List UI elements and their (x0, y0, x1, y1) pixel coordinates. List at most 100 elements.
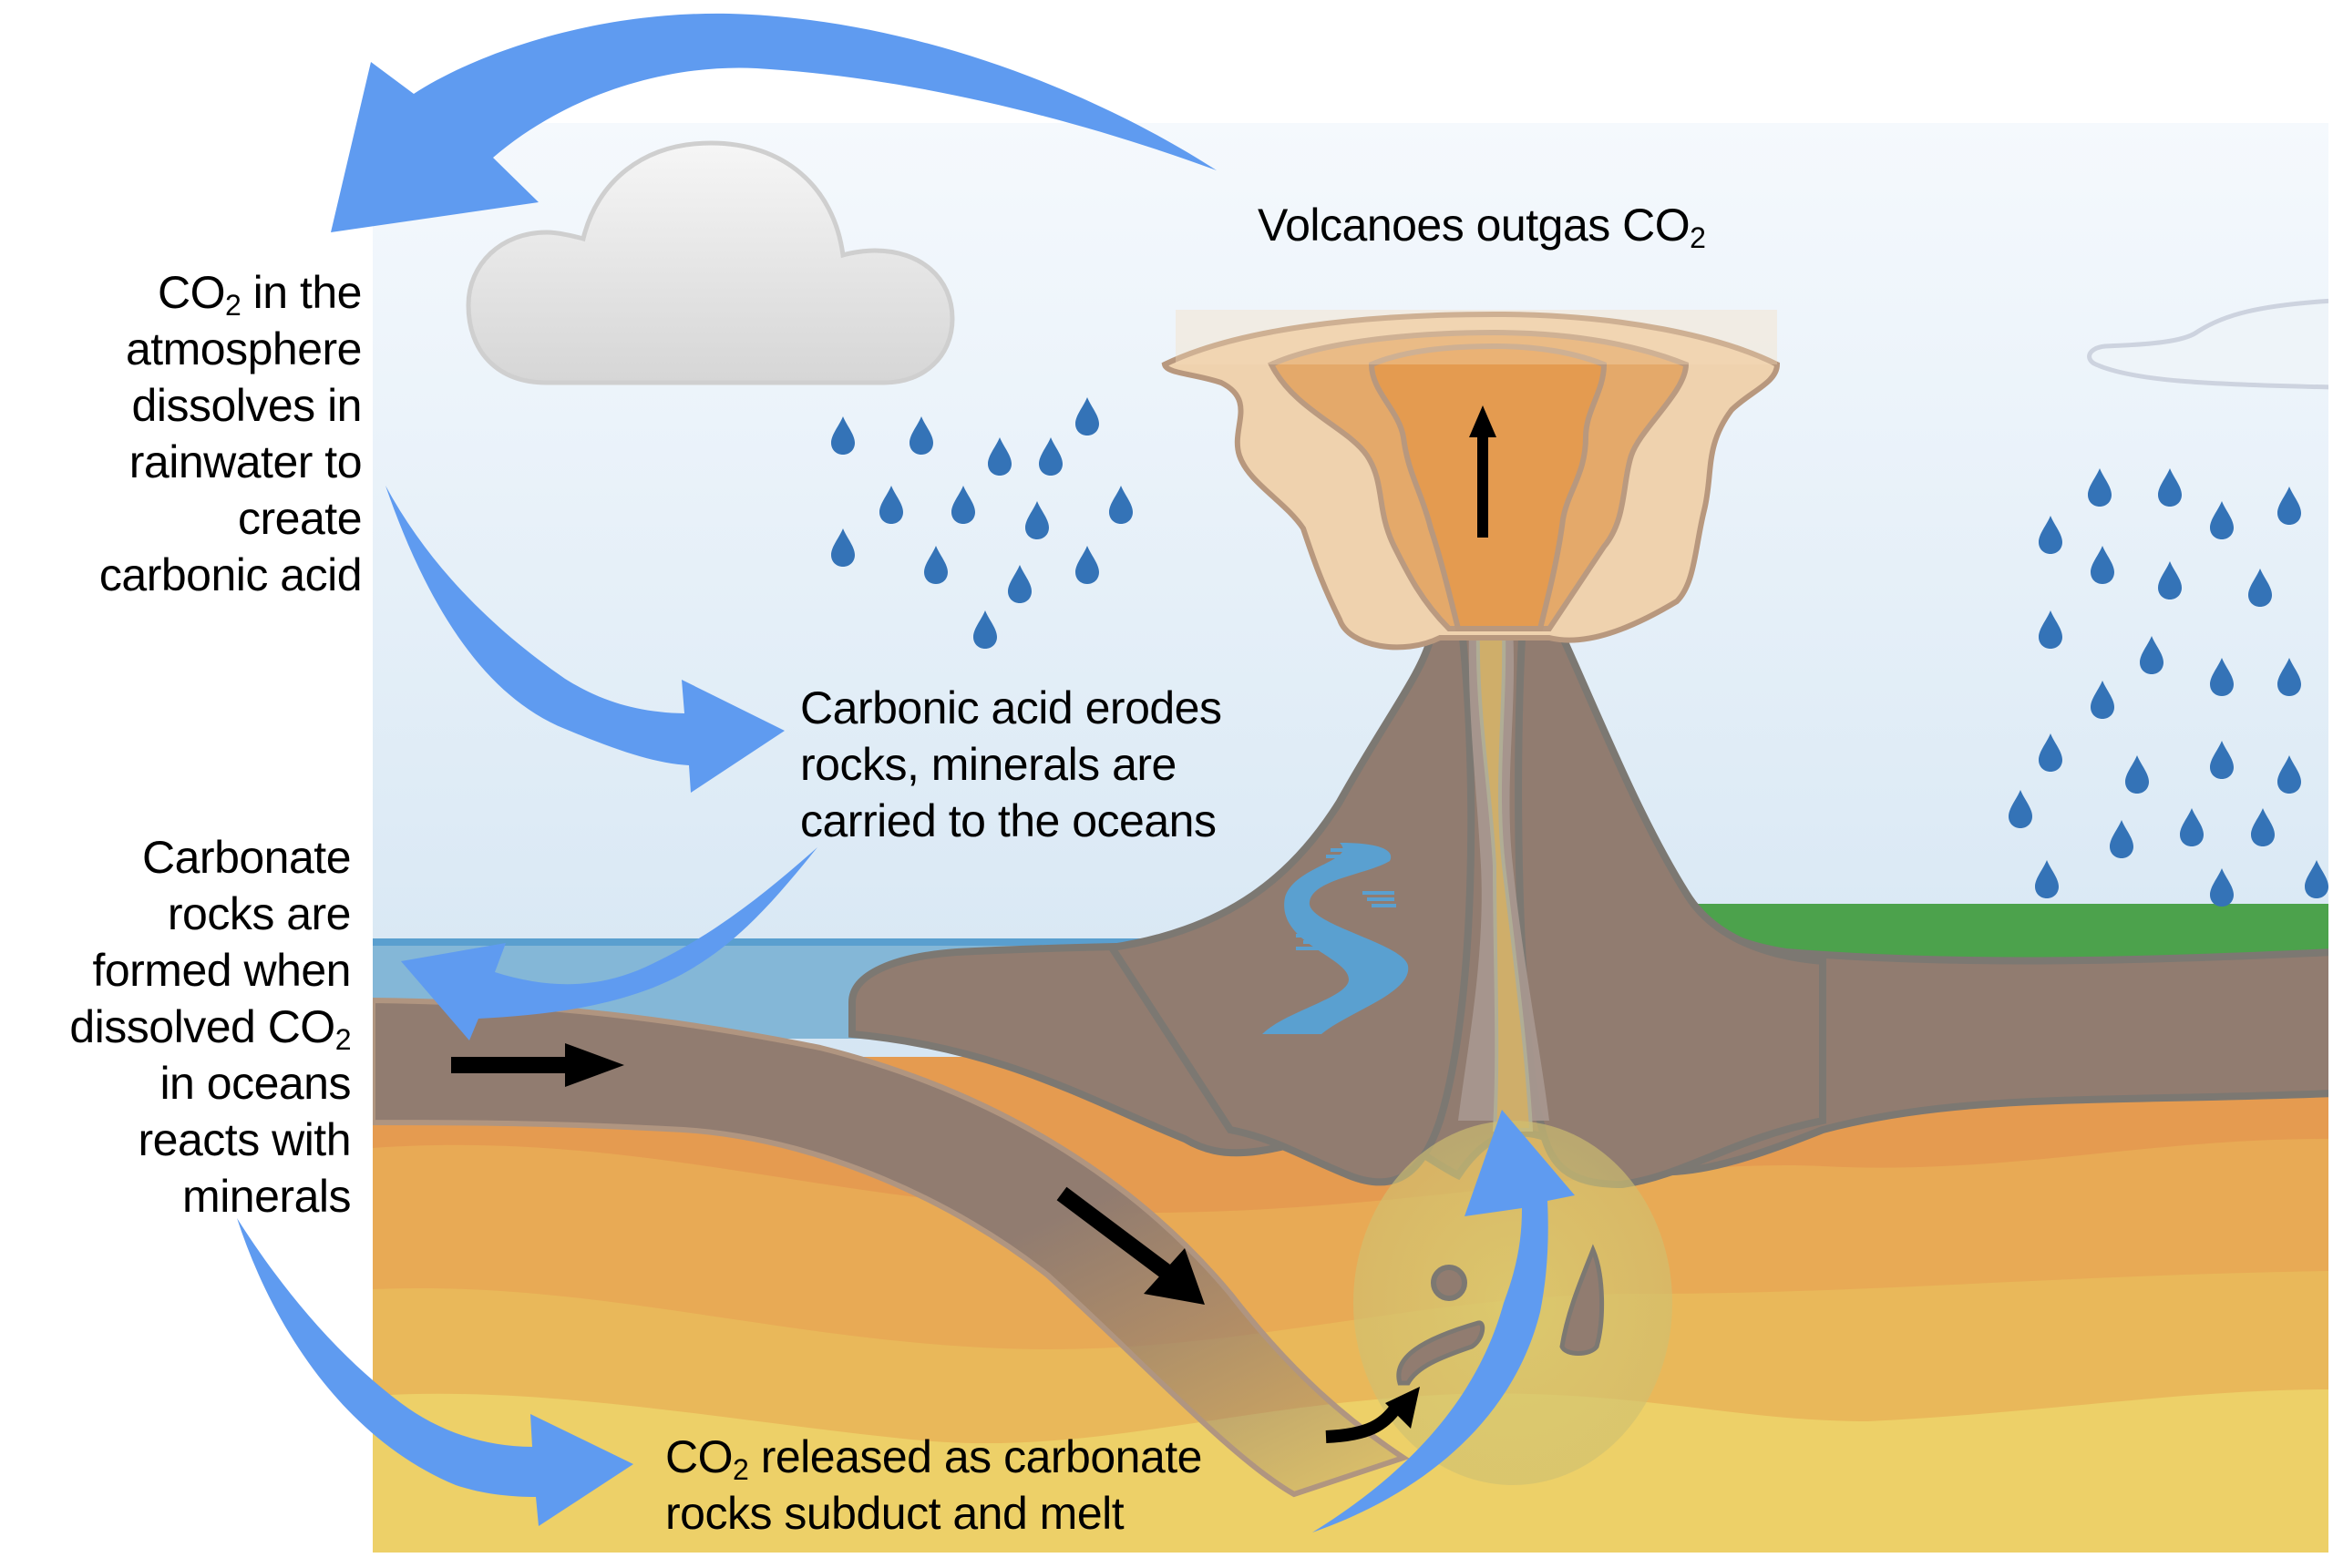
label-text: dissolves in (131, 380, 363, 431)
label-text: in the (241, 267, 363, 318)
ocean-surface (373, 938, 1284, 946)
melt-blob (1431, 1265, 1467, 1301)
raindrop-icon (2039, 733, 2062, 772)
label-line: Carbonate (0, 829, 352, 886)
label-line: dissolves in (0, 377, 363, 434)
raindrop-icon (2039, 610, 2062, 649)
cycle-arrows (237, 13, 1575, 1532)
raindrop-icon (910, 416, 933, 455)
river-ripples (1296, 848, 1396, 950)
subscript: 2 (224, 289, 242, 322)
label-text: carbonic acid (98, 549, 363, 600)
raindrop-icon (2305, 860, 2328, 898)
raindrop-icon (1025, 501, 1049, 539)
label-line: Carbonic acid erodes (800, 680, 1438, 736)
label-text: minerals (182, 1171, 351, 1222)
label-text: Carbonate (142, 832, 352, 883)
raindrop-icon (988, 437, 1012, 476)
raindrop-icon (2088, 468, 2112, 507)
raindrop-icon (2110, 820, 2133, 858)
label-text: carried to the oceans (800, 795, 1217, 846)
raindrop-icon (2210, 658, 2234, 696)
label-line: CO2 released as carbonate (665, 1429, 1394, 1485)
label-text: rocks subduct and melt (665, 1488, 1125, 1539)
label-text: reacts with (138, 1114, 352, 1165)
label-line: formed when (0, 942, 351, 999)
raindrop-icon (2180, 808, 2204, 846)
label-line: minerals (0, 1168, 351, 1225)
label-text: released as carbonate (748, 1431, 1203, 1482)
erosion-to-ocean-arrow (401, 847, 817, 1040)
raindrops (831, 397, 2328, 907)
label-text: formed when (92, 945, 351, 996)
label-line: reacts with (0, 1112, 352, 1168)
label-line: in oceans (0, 1055, 351, 1112)
raindrop-icon (1039, 437, 1063, 476)
label-line: dissolved CO2 (0, 999, 351, 1055)
raindrop-icon (2039, 516, 2062, 554)
raindrop-icon (1109, 486, 1133, 524)
raindrop-icon (2009, 790, 2032, 828)
oceanic-plate (373, 997, 1410, 1498)
label-line: rainwater to (0, 434, 363, 490)
label-text: in oceans (159, 1058, 351, 1109)
melt-blob (1396, 1320, 1485, 1386)
plume-cap-highlight (1176, 310, 1777, 364)
raindrop-icon (2125, 755, 2149, 794)
label-line: carried to the oceans (800, 793, 1438, 849)
raindrop-icon (924, 546, 948, 584)
label-text: atmosphere (125, 323, 363, 374)
plume-rise-arrow (1469, 405, 1496, 538)
label-text: rocks are (167, 888, 352, 939)
raindrop-icon (879, 486, 903, 524)
subscript: 2 (733, 1453, 749, 1486)
raindrop-icon (831, 528, 855, 567)
subscript: 2 (1690, 221, 1706, 254)
raindrop-icon (2158, 468, 2182, 507)
raindrop-icon (973, 610, 997, 649)
raindrop-icon (2210, 501, 2234, 539)
raindrop-icon (2091, 681, 2114, 719)
label-text: Volcanoes outgas CO (1258, 200, 1691, 251)
label-line: create (0, 490, 362, 547)
raindrop-icon (831, 416, 855, 455)
raindrop-icon (951, 486, 975, 524)
label-line: CO2 in the (0, 264, 363, 322)
raindrop-icon (2277, 658, 2301, 696)
label-text: rainwater to (128, 436, 363, 487)
label-text: rocks, minerals are (800, 739, 1177, 790)
raindrop-icon (1075, 397, 1099, 436)
label-line: atmosphere (0, 321, 363, 377)
label-line: carbonic acid (0, 547, 363, 603)
label-text: dissolved CO (69, 1001, 335, 1052)
plate-subduct-arrow (1056, 1186, 1205, 1305)
scene (373, 123, 2328, 1553)
raindrop-icon (2091, 546, 2114, 584)
label-line: rocks are (0, 886, 352, 942)
melt-blob (1559, 1244, 1605, 1356)
ocean-to-subduction-arrow (237, 1218, 633, 1526)
atmosphere-to-erosion-arrow (385, 486, 785, 793)
label-text: CO (157, 267, 226, 318)
river (1262, 843, 1409, 1034)
label-text: create (238, 493, 362, 544)
raindrop-icon (2277, 487, 2301, 525)
cloud-icon (466, 140, 955, 385)
label-text: Carbonic acid erodes (800, 682, 1222, 733)
raindrop-icon (2210, 868, 2234, 907)
raindrop-icon (2210, 741, 2234, 779)
raindrop-icon (2035, 860, 2059, 898)
label-text: CO (665, 1431, 734, 1482)
magma-to-volcano-arrow (1312, 1110, 1575, 1532)
label-line: Volcanoes outgas CO2 (1258, 197, 1896, 253)
label-volcano: Volcanoes outgas CO2 (1258, 197, 1896, 253)
label-line: rocks subduct and melt (665, 1485, 1394, 1542)
volcano-to-atmosphere-arrow (331, 13, 1217, 233)
plate-motion-right-arrow (451, 1043, 624, 1087)
melt-rise-arrow (1325, 1387, 1420, 1443)
raindrop-icon (2140, 636, 2163, 674)
